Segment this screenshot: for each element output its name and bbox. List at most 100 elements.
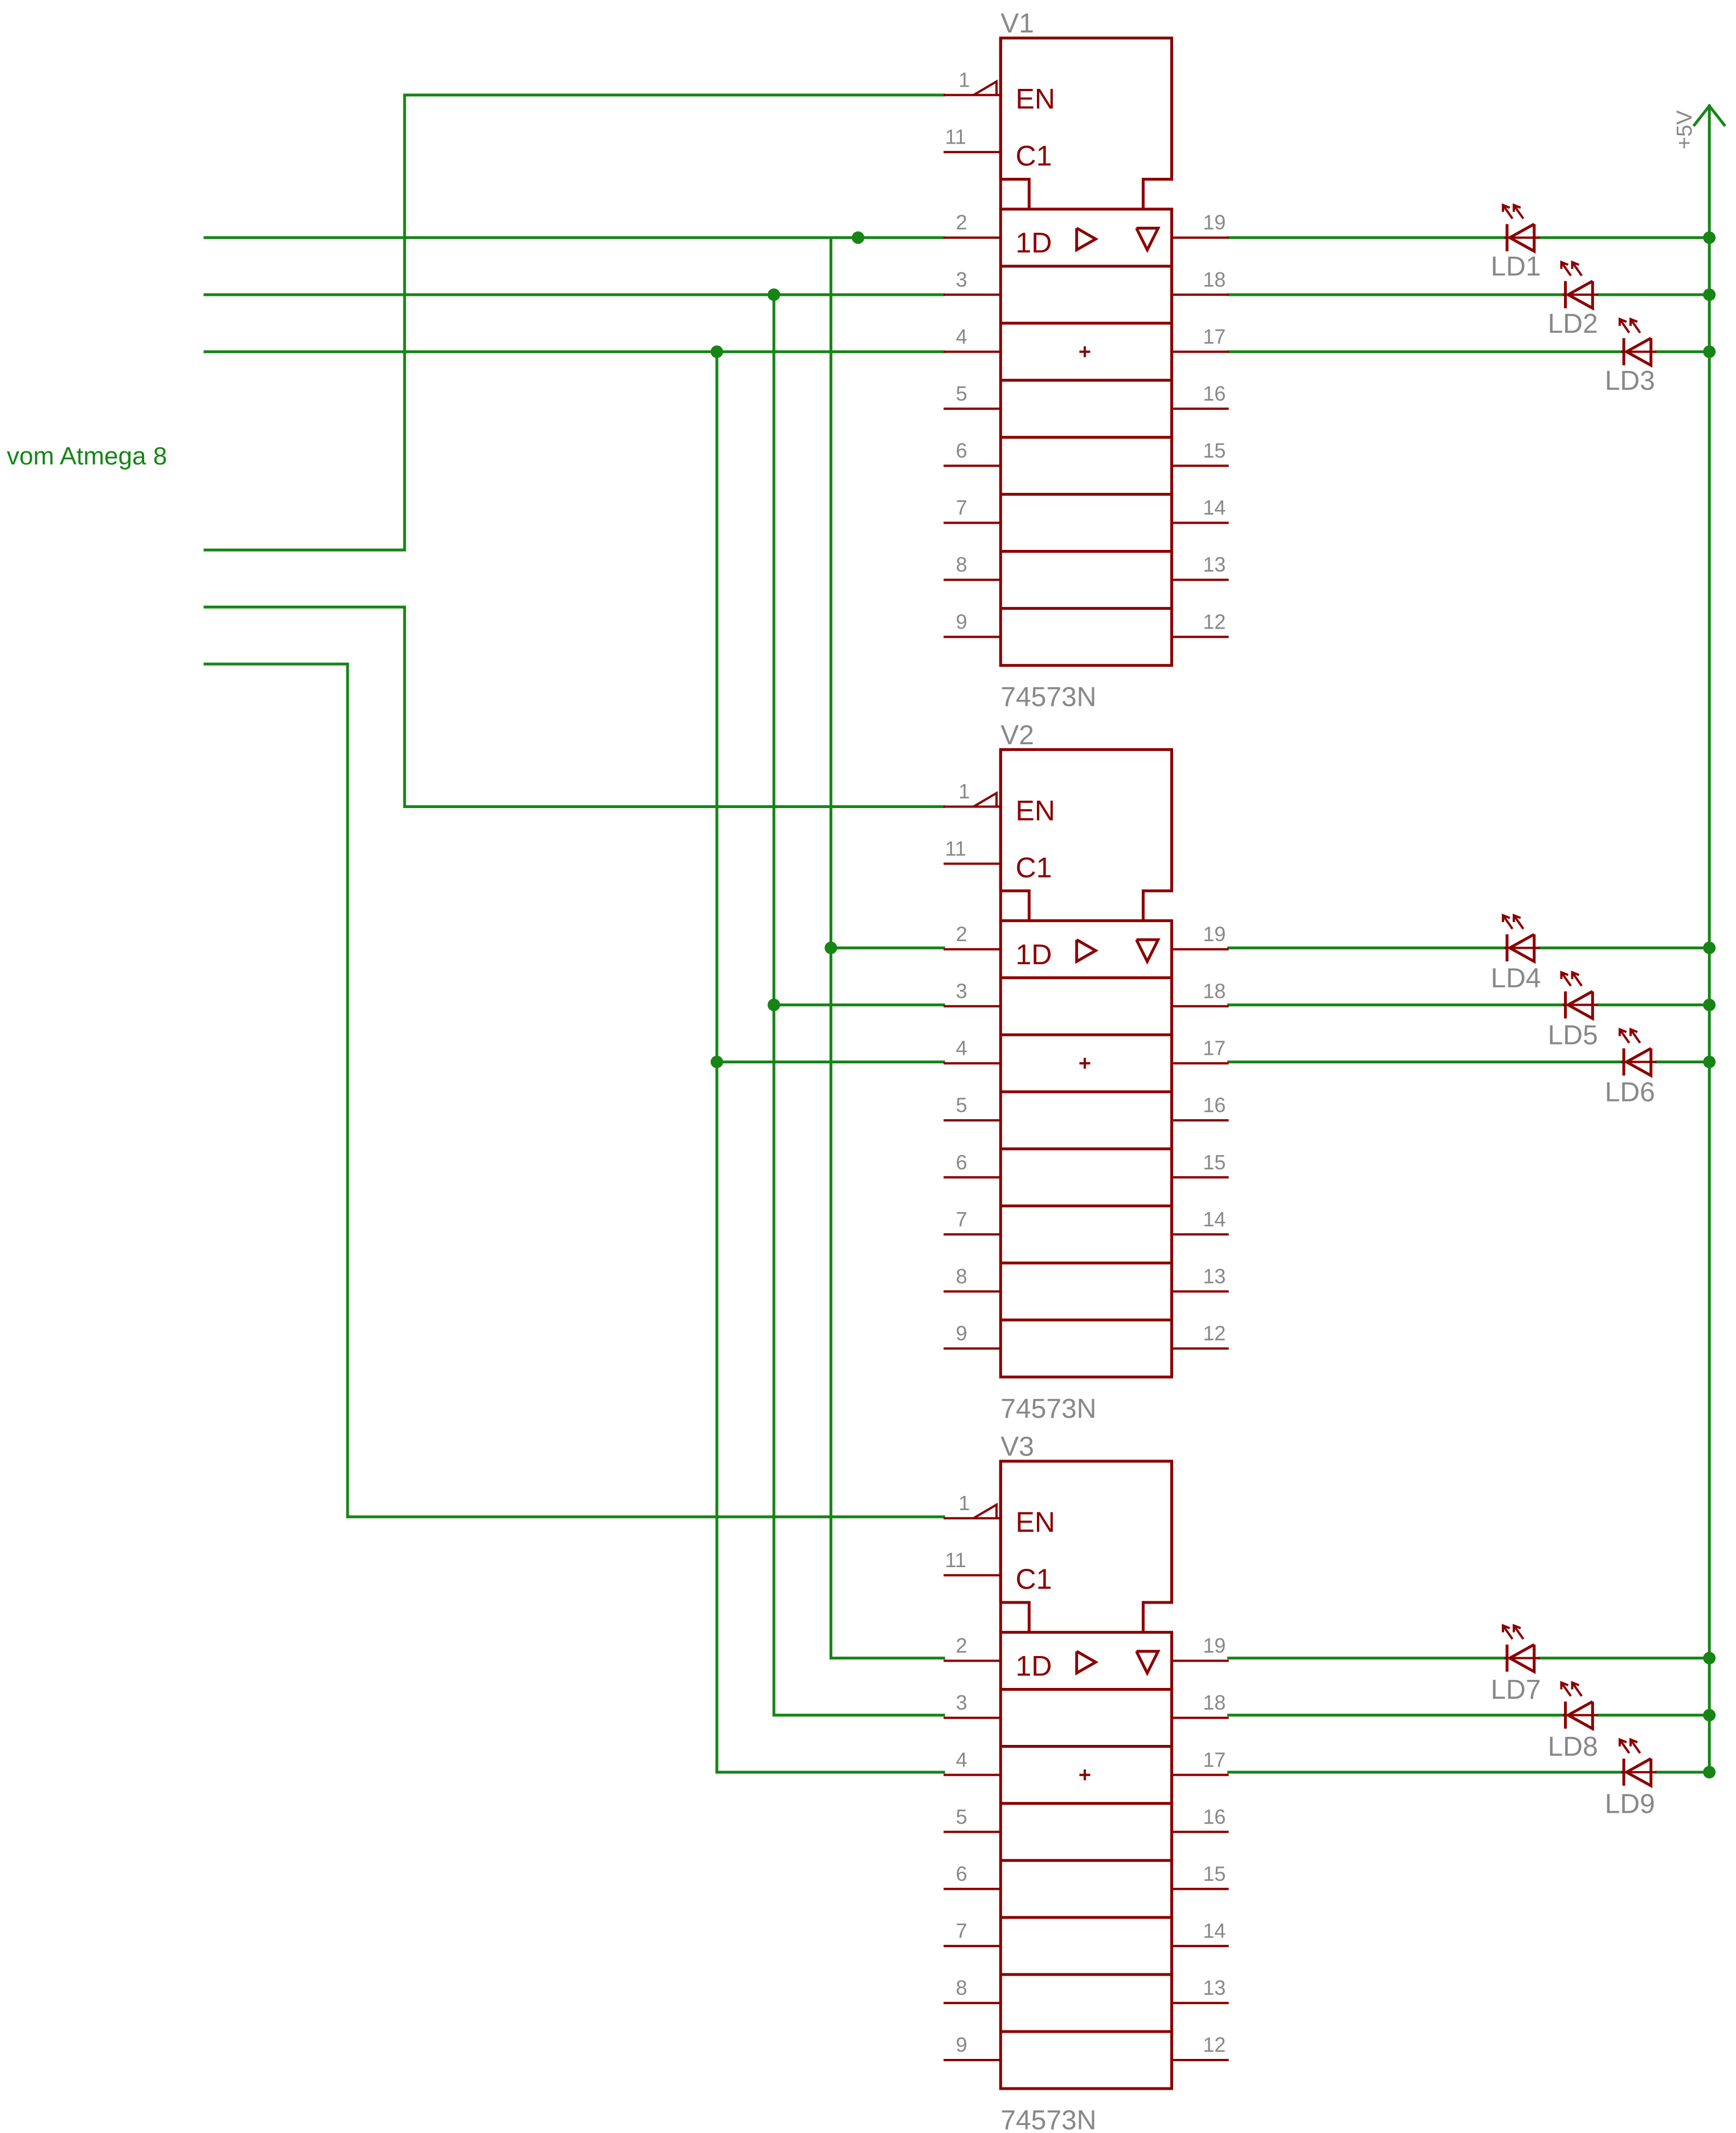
- led-label: LD2: [1548, 309, 1598, 339]
- led-ld9: LD9: [1605, 1738, 1657, 1819]
- right-pin-number: 14: [1203, 496, 1226, 519]
- chip-name-label: V3: [1000, 1432, 1034, 1462]
- c1-label: C1: [1015, 851, 1052, 883]
- labels-layer: vom Atmega 8+5V: [7, 110, 1697, 470]
- right-pin-number: 18: [1203, 1691, 1226, 1714]
- en-pin-hook: [973, 1502, 998, 1519]
- left-pin-number: 6: [956, 439, 967, 462]
- tristate-triangle-icon: [1135, 1650, 1161, 1677]
- en-pin-number: 1: [958, 68, 970, 92]
- chip-type-label: 74573N: [1000, 682, 1096, 712]
- junction-dot: [767, 288, 781, 301]
- right-pin-number: 19: [1203, 1634, 1226, 1657]
- light-arrow-icon: [1513, 204, 1525, 219]
- chip-type-label: 74573N: [1000, 1394, 1096, 1424]
- buffer-triangle-icon: [1075, 1650, 1099, 1676]
- led-ld7: LD7: [1491, 1624, 1541, 1705]
- left-pin-number: 9: [956, 2033, 967, 2057]
- led-ld5: LD5: [1548, 970, 1598, 1051]
- light-arrow-icon: [1560, 260, 1569, 269]
- light-arrow-icon: [1560, 261, 1572, 276]
- led-label: LD8: [1548, 1732, 1598, 1762]
- right-pin-number: 12: [1203, 610, 1226, 633]
- right-pin-number: 18: [1203, 268, 1226, 291]
- wire-segment: [829, 236, 945, 1660]
- buffer-triangle-icon: [1075, 938, 1099, 964]
- light-arrow-icon: [1501, 203, 1510, 212]
- light-arrow-icon: [1618, 1027, 1627, 1037]
- light-arrow-icon: [1571, 260, 1580, 269]
- led-diode-icon: [1565, 990, 1594, 1021]
- led-ld2: LD2: [1548, 260, 1598, 339]
- c1-label: C1: [1015, 1563, 1052, 1595]
- right-pin-number: 12: [1203, 2033, 1226, 2057]
- en-pin-hook: [973, 791, 998, 808]
- led-ld3: LD3: [1605, 317, 1657, 396]
- light-arrow-icon: [1501, 1624, 1510, 1633]
- right-pin-number: 14: [1203, 1208, 1226, 1231]
- light-arrow-icon: [1618, 1738, 1627, 1747]
- led-diode-icon: [1506, 1643, 1536, 1674]
- led-diode-icon: [1623, 1047, 1653, 1078]
- left-pin-number: 6: [956, 1151, 967, 1174]
- light-arrow-icon: [1513, 913, 1521, 923]
- wire-segment: [1692, 103, 1726, 127]
- wire-segment: [203, 662, 945, 1519]
- light-arrow-icon: [1560, 972, 1572, 987]
- led-label: LD7: [1491, 1675, 1541, 1705]
- control-block-outline: [999, 748, 1174, 921]
- left-pin-number: 7: [956, 496, 967, 519]
- led-ld8: LD8: [1548, 1681, 1598, 1762]
- left-pin-number: 4: [956, 1037, 967, 1060]
- left-pin-number: 8: [956, 1265, 967, 1288]
- wire-segment: [772, 293, 945, 1717]
- left-pin-number: 5: [956, 382, 967, 405]
- led-diode-icon: [1565, 1700, 1594, 1731]
- light-arrow-icon: [1571, 970, 1580, 980]
- right-pin-number: 14: [1203, 1919, 1226, 1943]
- left-pin-number: 9: [956, 610, 967, 633]
- light-arrow-icon: [1619, 1029, 1631, 1044]
- right-pin-number: 12: [1203, 1322, 1226, 1345]
- light-arrow-icon: [1629, 1029, 1641, 1044]
- d-input-label: 1D: [1015, 1650, 1052, 1682]
- c1-label: C1: [1015, 140, 1052, 172]
- light-arrow-icon: [1502, 1625, 1514, 1640]
- right-pin-number: 16: [1203, 1094, 1226, 1117]
- right-pin-number: 16: [1203, 1805, 1226, 1828]
- left-pin-number: 5: [956, 1094, 967, 1117]
- led-diode-icon: [1565, 280, 1594, 311]
- junction-dot: [1703, 941, 1716, 955]
- light-arrow-icon: [1629, 318, 1641, 333]
- light-arrow-icon: [1502, 204, 1514, 219]
- light-arrow-icon: [1619, 318, 1631, 333]
- chip-name-label: V2: [1000, 720, 1034, 751]
- right-pin-number: 19: [1203, 922, 1226, 945]
- chip-name-label: V1: [1000, 9, 1034, 39]
- supply-label: +5V: [1673, 110, 1697, 149]
- junction-dot: [1703, 1055, 1716, 1068]
- d-input-label: 1D: [1015, 227, 1052, 259]
- light-arrow-icon: [1629, 1739, 1641, 1754]
- light-arrow-icon: [1571, 1681, 1580, 1690]
- d-input-label: 1D: [1015, 939, 1052, 970]
- light-arrow-icon: [1571, 1682, 1583, 1697]
- led-ld1: LD1: [1491, 203, 1541, 282]
- c1-pin-number: 11: [945, 837, 966, 860]
- led-label: LD6: [1605, 1078, 1655, 1108]
- right-pin-number: 19: [1203, 211, 1226, 234]
- right-pin-number: 18: [1203, 980, 1226, 1003]
- en-pin-hook: [973, 79, 998, 96]
- left-pin-number: 3: [956, 980, 967, 1003]
- left-pin-number: 7: [956, 1919, 967, 1943]
- junction-dot: [1703, 288, 1716, 301]
- wire-segment: [203, 93, 945, 552]
- left-pin-number: 3: [956, 268, 967, 291]
- right-pin-number: 15: [1203, 1862, 1226, 1885]
- right-pin-number: 13: [1203, 1265, 1226, 1288]
- light-arrow-icon: [1513, 914, 1525, 930]
- light-arrow-icon: [1513, 1624, 1521, 1633]
